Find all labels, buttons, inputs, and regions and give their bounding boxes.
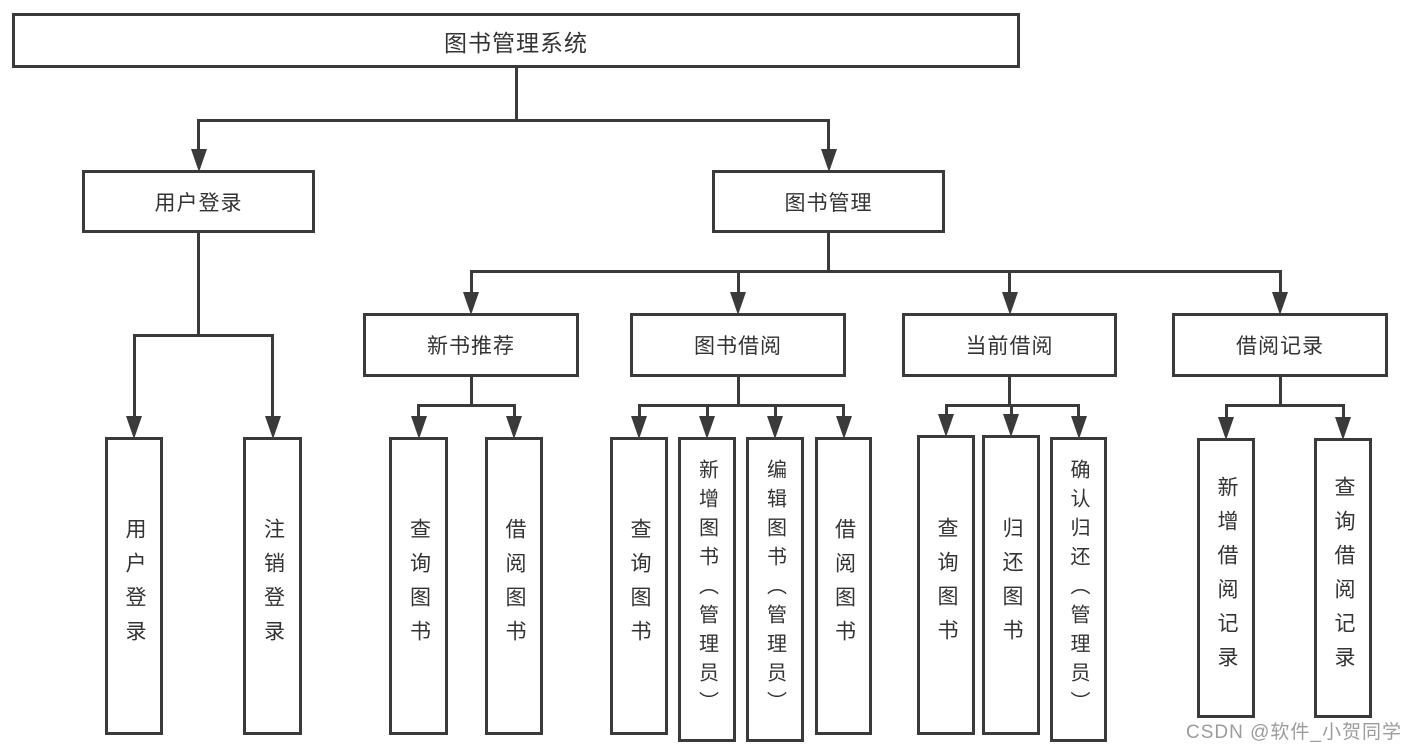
- connector-drop: [512, 405, 516, 420]
- node-label: 查询图书: [407, 518, 431, 654]
- connector-drop: [736, 271, 740, 296]
- connector-rail: [637, 403, 845, 407]
- node-label: 查询图书: [628, 518, 651, 654]
- node-label: 查询借阅记录: [1332, 476, 1355, 680]
- node-cb-confirm-return: 确认归还（管理员）: [1050, 437, 1107, 742]
- arrow-down-icon: [190, 149, 207, 172]
- connector-stem: [514, 68, 518, 120]
- connector-rail: [469, 269, 1282, 273]
- connector-drop: [827, 120, 830, 153]
- node-label: 借阅记录: [1236, 335, 1324, 358]
- node-new-book-rec: 新书推荐: [363, 313, 579, 377]
- node-borrow-records: 借阅记录: [1172, 313, 1388, 377]
- node-cb-query-book: 查询图书: [917, 435, 975, 735]
- node-label: 查询图书: [935, 517, 958, 653]
- node-cb-return-book: 归还图书: [982, 435, 1040, 735]
- arrow-down-icon: [264, 416, 281, 439]
- node-bb-query-book: 查询图书: [610, 437, 668, 735]
- arrow-down-icon: [1218, 417, 1234, 440]
- arrow-down-icon: [1272, 292, 1288, 315]
- connector-drop: [1278, 271, 1282, 296]
- node-br-add-record: 新增借阅记录: [1197, 438, 1255, 718]
- connector-drop: [1224, 405, 1228, 421]
- connector-drop: [1008, 271, 1011, 296]
- connector-drop: [132, 335, 136, 420]
- arrow-down-icon: [767, 416, 783, 439]
- connector-drop: [1077, 405, 1080, 420]
- connector-drop: [469, 271, 473, 296]
- arrow-down-icon: [730, 292, 746, 315]
- node-book-borrow: 图书借阅: [630, 313, 846, 377]
- arrow-down-icon: [1001, 292, 1018, 315]
- node-label: 注销登录: [261, 518, 285, 654]
- node-label: 新增图书（管理员）: [695, 459, 718, 720]
- connector-drop: [1341, 405, 1345, 421]
- node-br-query-record: 查询借阅记录: [1314, 438, 1372, 718]
- node-user-login: 用户登录: [82, 170, 315, 233]
- connector-rail: [132, 333, 274, 337]
- arrow-down-icon: [938, 414, 954, 437]
- node-bb-borrow-book: 借阅图书: [815, 437, 872, 735]
- node-nbr-query-book: 查询图书: [389, 437, 448, 735]
- arrow-down-icon: [1003, 414, 1019, 437]
- node-user-login-item: 用户登录: [105, 437, 163, 735]
- watermark-text: CSDN @软件_小贺同学: [1186, 722, 1402, 743]
- connector-drop: [944, 405, 948, 418]
- arrow-down-icon: [631, 416, 647, 439]
- arrow-down-icon: [1070, 416, 1087, 439]
- connector-rail: [1224, 403, 1345, 407]
- node-label: 确认归还（管理员）: [1067, 459, 1089, 720]
- connector-stem: [469, 377, 473, 405]
- connector-drop: [773, 405, 777, 420]
- connector-stem: [736, 377, 740, 405]
- connector-drop: [637, 405, 641, 420]
- node-label: 新增借阅记录: [1215, 476, 1238, 680]
- connector-stem: [197, 233, 200, 335]
- node-label: 归还图书: [1000, 517, 1023, 653]
- node-label: 用户登录: [123, 518, 146, 654]
- arrow-down-icon: [126, 416, 142, 439]
- connector-stem: [1278, 377, 1282, 405]
- arrow-down-icon: [506, 416, 522, 439]
- node-label: 借阅图书: [832, 518, 856, 654]
- arrow-down-icon: [463, 292, 479, 315]
- arrow-down-icon: [699, 416, 715, 439]
- node-book-mgmt: 图书管理: [712, 170, 945, 233]
- node-label: 借阅图书: [503, 518, 526, 654]
- arrow-down-icon: [835, 416, 852, 439]
- node-bb-edit-book: 编辑图书（管理员）: [746, 437, 804, 742]
- node-current-borrow: 当前借阅: [902, 313, 1117, 377]
- node-nbr-borrow-book: 借阅图书: [485, 437, 543, 735]
- connector-drop: [271, 335, 274, 420]
- connector-drop: [197, 120, 200, 153]
- node-logout-item: 注销登录: [243, 437, 302, 735]
- node-label: 编辑图书（管理员）: [763, 459, 786, 720]
- connector-stem: [827, 233, 830, 271]
- node-label: 图书管理: [784, 191, 873, 215]
- connector-drop: [417, 405, 420, 420]
- arrow-down-icon: [410, 416, 427, 439]
- node-root: 图书管理系统: [12, 13, 1020, 68]
- node-bb-add-book: 新增图书（管理员）: [678, 437, 736, 742]
- connector-stem: [1008, 377, 1011, 405]
- connector-rail: [197, 118, 830, 122]
- node-label: 用户登录: [154, 191, 243, 215]
- node-label: 图书管理系统: [444, 29, 588, 56]
- connector-drop: [705, 405, 709, 420]
- connector-drop: [1009, 405, 1013, 418]
- connector-rail: [417, 403, 516, 407]
- arrow-down-icon: [820, 149, 837, 172]
- node-label: 新书推荐: [427, 335, 515, 358]
- arrow-down-icon: [1335, 417, 1351, 440]
- node-label: 图书借阅: [694, 335, 782, 358]
- connector-drop: [842, 405, 845, 420]
- node-label: 当前借阅: [965, 335, 1054, 358]
